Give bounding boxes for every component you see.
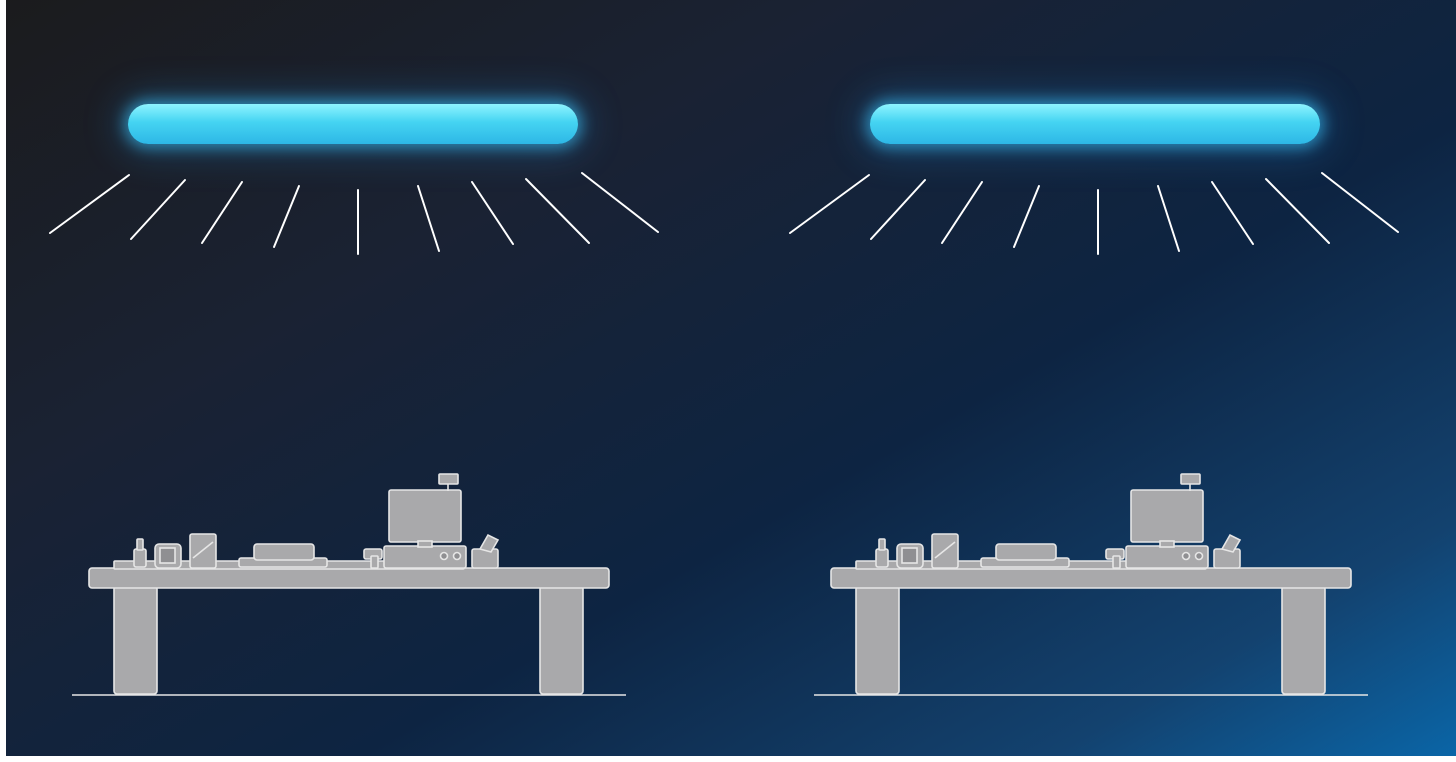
ceiling-light-icon bbox=[870, 104, 1320, 144]
scene-right bbox=[740, 0, 1456, 762]
checkout-counter-icon bbox=[740, 460, 1456, 710]
scene-left bbox=[0, 0, 740, 762]
light-rays-icon bbox=[740, 160, 1456, 270]
checkout-counter-icon bbox=[0, 460, 740, 710]
light-rays-icon bbox=[0, 160, 740, 270]
ceiling-light-icon bbox=[128, 104, 578, 144]
